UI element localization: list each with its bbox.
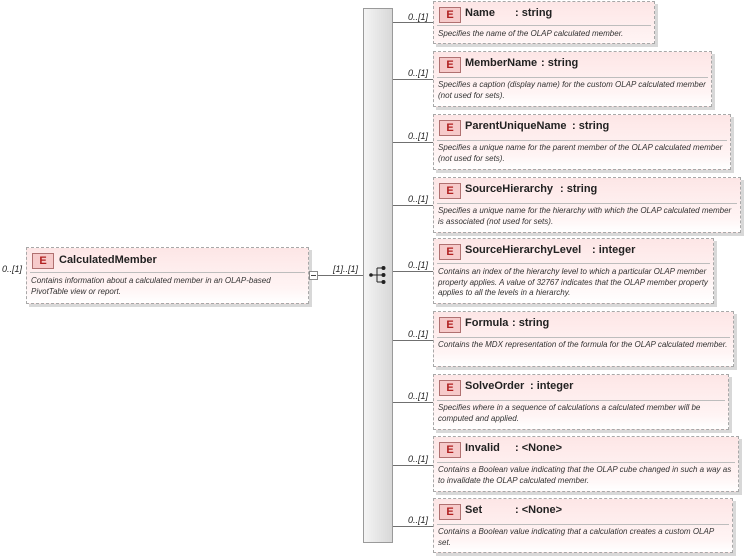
element-icon: E (439, 380, 461, 396)
element-icon: E (439, 120, 461, 136)
connector-line (393, 22, 433, 23)
divider (437, 462, 735, 463)
element-name: SourceHierarchy (465, 183, 554, 195)
element-name: ParentUniqueName (465, 120, 567, 132)
element-name: Invalid (465, 442, 500, 454)
child-multiplicity: 0..[1] (408, 260, 429, 270)
child-element-sourcehierarchylevel[interactable]: E SourceHierarchyLevel : integer Contain… (433, 238, 714, 304)
child-multiplicity: 0..[1] (408, 329, 429, 339)
divider (437, 524, 729, 525)
connector-line (393, 79, 433, 80)
divider (437, 400, 725, 401)
collapse-button[interactable] (309, 271, 318, 280)
root-multiplicity: 0..[1] (2, 264, 23, 274)
element-type: : string (572, 120, 610, 132)
element-description: Contains a Boolean value indicating that… (438, 527, 714, 547)
element-description: Contains the MDX representation of the f… (438, 340, 728, 349)
connector-line (393, 465, 433, 466)
root-element-box[interactable]: E CalculatedMember Contains information … (26, 247, 309, 304)
sequence-multiplicity: [1]..[1] (333, 264, 359, 274)
element-icon: E (32, 253, 54, 269)
element-description: Specifies a caption (display name) for t… (438, 80, 706, 100)
child-multiplicity: 0..[1] (408, 515, 429, 525)
child-element-invalid[interactable]: E Invalid : <None> Contains a Boolean va… (433, 436, 739, 492)
child-element-formula[interactable]: E Formula : string Contains the MDX repr… (433, 311, 734, 367)
child-element-name[interactable]: E Name : string Specifies the name of th… (433, 1, 655, 44)
element-type: : string (560, 183, 598, 195)
element-description: Specifies the name of the OLAP calculate… (438, 29, 624, 38)
element-type: : <None> (515, 442, 563, 454)
element-description: Specifies a unique name for the hierarch… (438, 206, 732, 226)
element-name: SourceHierarchyLevel (465, 244, 582, 256)
connector-line (393, 526, 433, 527)
connector-line (393, 142, 433, 143)
element-description: Contains an index of the hierarchy level… (438, 267, 708, 297)
divider (437, 25, 651, 26)
element-icon: E (439, 317, 461, 333)
element-type: : string (515, 7, 553, 19)
element-icon: E (439, 183, 461, 199)
child-element-solveorder[interactable]: E SolveOrder : integer Specifies where i… (433, 374, 729, 430)
child-element-parentuniquename[interactable]: E ParentUniqueName : string Specifies a … (433, 114, 731, 170)
element-description: Specifies where in a sequence of calcula… (438, 403, 701, 423)
child-element-set[interactable]: E Set : <None> Contains a Boolean value … (433, 498, 733, 553)
child-element-membername[interactable]: E MemberName : string Specifies a captio… (433, 51, 712, 107)
divider (437, 203, 737, 204)
child-multiplicity: 0..[1] (408, 68, 429, 78)
divider (437, 140, 727, 141)
element-description: Specifies a unique name for the parent m… (438, 143, 723, 163)
child-multiplicity: 0..[1] (408, 131, 429, 141)
element-icon: E (439, 57, 461, 73)
element-type: : string (541, 57, 579, 69)
element-icon: E (439, 244, 461, 260)
root-element-name: CalculatedMember (59, 254, 157, 266)
element-type: : string (512, 317, 550, 329)
divider (30, 272, 305, 273)
child-multiplicity: 0..[1] (408, 391, 429, 401)
element-icon: E (439, 504, 461, 520)
child-multiplicity: 0..[1] (408, 194, 429, 204)
element-name: MemberName (465, 57, 538, 69)
connector-line (393, 402, 433, 403)
connector-line (318, 275, 364, 276)
sequence-icon (369, 266, 386, 284)
element-type: : <None> (515, 504, 563, 516)
connector-line (393, 271, 433, 272)
element-type: : integer (530, 380, 574, 392)
element-name: SolveOrder (465, 380, 525, 392)
root-element-description: Contains information about a calculated … (31, 276, 271, 296)
connector-line (393, 205, 433, 206)
connector-line (393, 340, 433, 341)
element-icon: E (439, 7, 461, 23)
divider (437, 263, 710, 264)
divider (437, 337, 730, 338)
child-multiplicity: 0..[1] (408, 12, 429, 22)
element-icon: E (439, 442, 461, 458)
child-element-sourcehierarchy[interactable]: E SourceHierarchy : string Specifies a u… (433, 177, 741, 233)
element-name: Set (465, 504, 483, 516)
element-type: : integer (592, 244, 636, 256)
element-name: Formula (465, 317, 509, 329)
child-multiplicity: 0..[1] (408, 454, 429, 464)
divider (437, 77, 708, 78)
element-name: Name (465, 7, 495, 19)
element-description: Contains a Boolean value indicating that… (438, 465, 732, 485)
